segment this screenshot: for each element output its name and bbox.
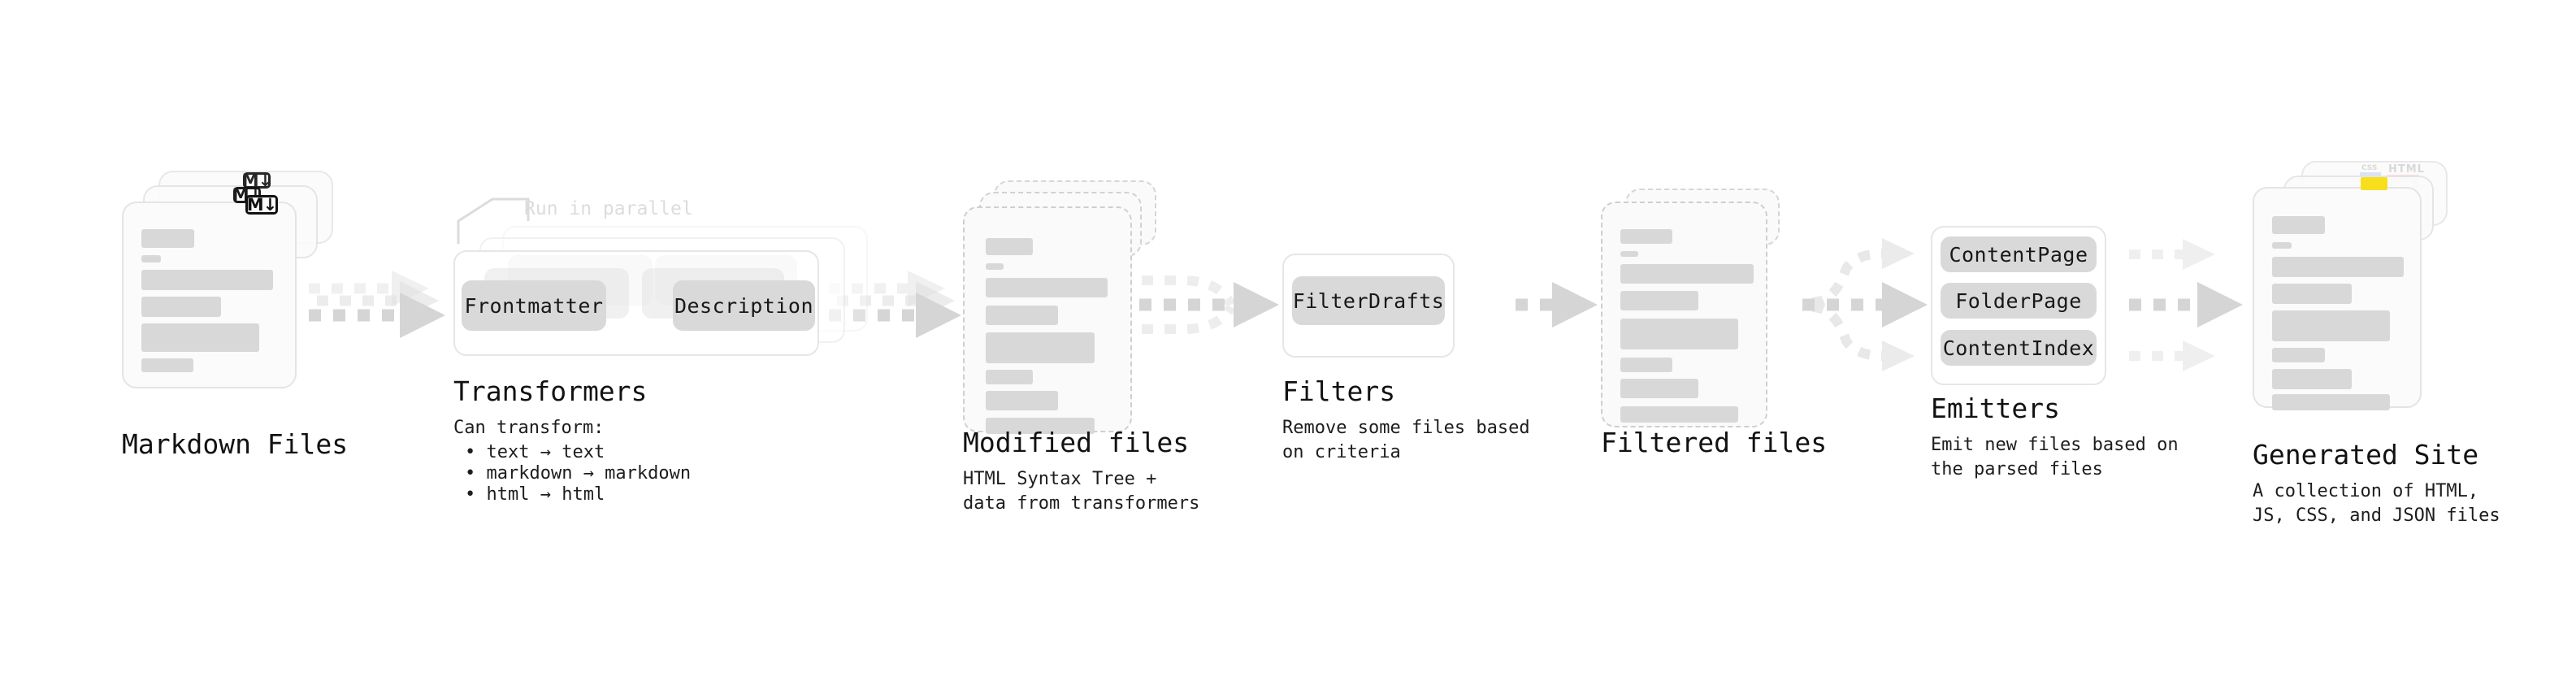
markdown-card-front (122, 202, 297, 388)
emitter-chip-contentpage[interactable]: ContentPage (1941, 236, 2097, 272)
site-card-front (2253, 187, 2422, 410)
markdown-icon: M↓ (245, 194, 278, 215)
run-in-parallel-label: Run in parallel (524, 198, 693, 219)
transformers-subtitle: Can transform: (453, 418, 605, 438)
filter-chip-filterdrafts[interactable]: FilterDrafts (1292, 276, 1445, 325)
markdown-files-title: Markdown Files (122, 428, 349, 460)
arrow-markdown-to-transformers (309, 271, 445, 338)
arrow-filtered-to-emitters (1802, 238, 1928, 371)
transformers-bullet-0: • text → text (465, 442, 605, 462)
filters-subtitle: Remove some files based on criteria (1282, 418, 1530, 462)
js-icon (2361, 177, 2387, 190)
transformers-title: Transformers (453, 375, 648, 407)
markdown-icon-back: M↓ (241, 170, 272, 190)
modified-card-front (963, 206, 1132, 434)
generated-site-title: Generated Site (2253, 439, 2479, 471)
transformers-bullet-1: • markdown → markdown (465, 463, 692, 484)
emitter-chip-contentindex[interactable]: ContentIndex (1941, 330, 2097, 366)
filtered-card-front (1601, 202, 1767, 427)
arrow-modified-to-filters (1139, 275, 1279, 334)
generated-site-subtitle: A collection of HTML, JS, CSS, and JSON … (2253, 481, 2500, 526)
emitters-subtitle: Emit new files based on the parsed files (1931, 435, 2179, 479)
transformer-chip-frontmatter[interactable]: Frontmatter (462, 280, 606, 331)
transformer-chip-description[interactable]: Description (673, 280, 815, 331)
filtered-files-title: Filtered files (1601, 427, 1828, 458)
emitters-title: Emitters (1931, 393, 2060, 424)
modified-files-title: Modified files (963, 427, 1190, 458)
modified-files-subtitle: HTML Syntax Tree + data from transformer… (963, 469, 1200, 514)
arrow-filters-to-filtered (1516, 282, 1598, 327)
arrow-emitters-to-site (2129, 239, 2243, 371)
transformers-bullet-2: • html → html (465, 484, 605, 505)
emitter-chip-folderpage[interactable]: FolderPage (1941, 283, 2097, 319)
filters-title: Filters (1282, 375, 1396, 407)
